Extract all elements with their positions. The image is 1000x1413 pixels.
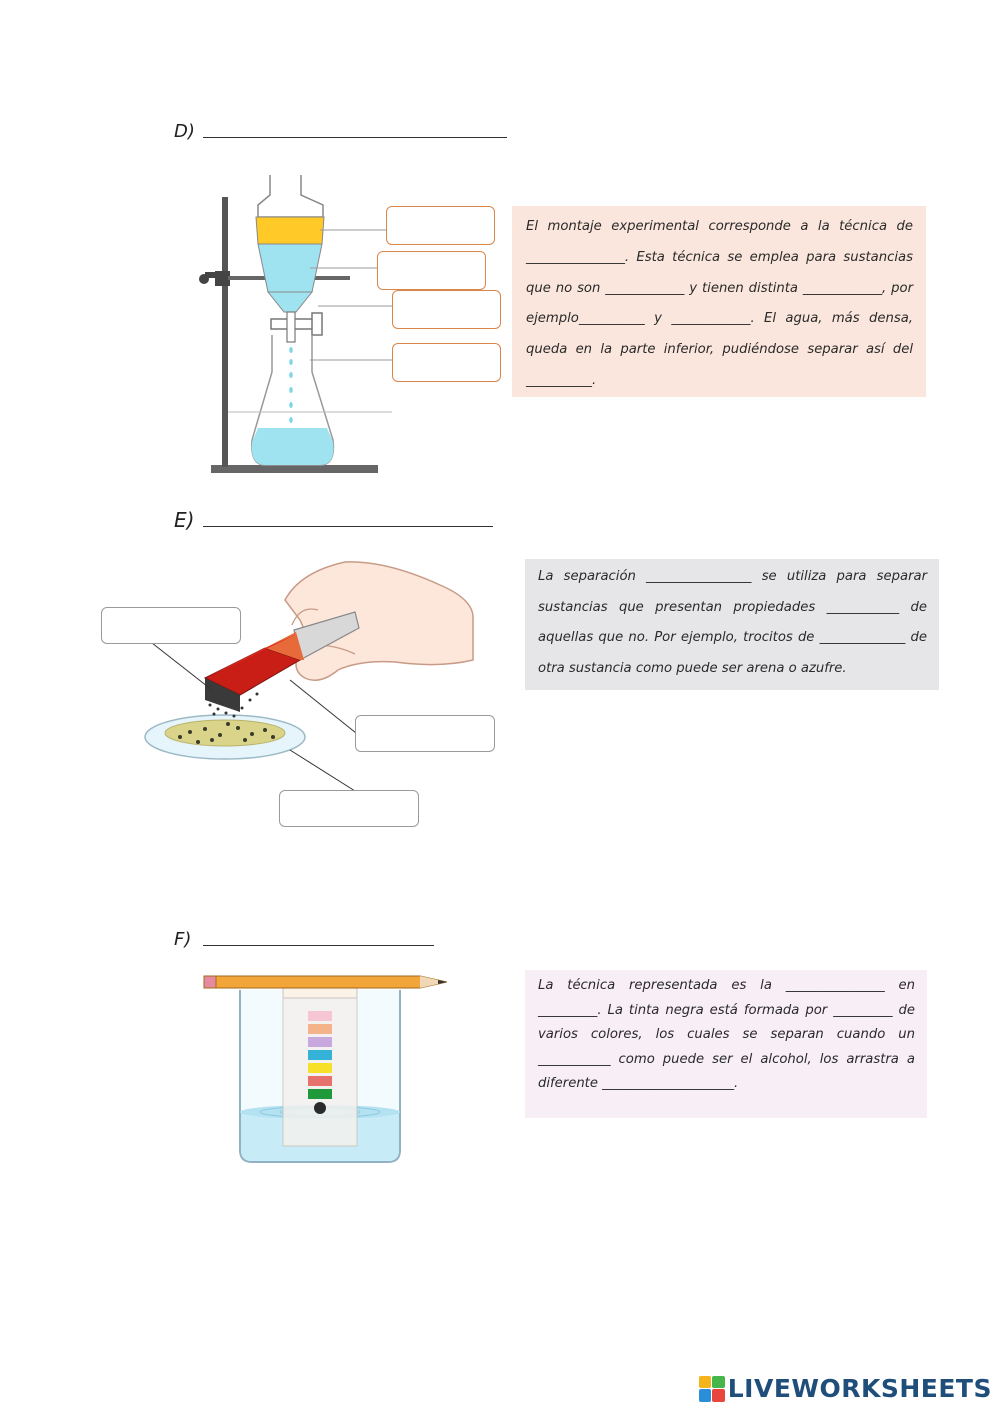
section-d-answer-line[interactable] [203, 137, 507, 138]
paragraph-e: La separación ________________ se utiliz… [538, 569, 927, 676]
text-box-e: La separación ________________ se utiliz… [525, 559, 939, 690]
label-box-stopcock[interactable] [392, 290, 501, 329]
section-f-answer-line[interactable] [203, 945, 434, 946]
label-box-iron-filings[interactable] [355, 715, 495, 752]
chromatography-illustration [203, 975, 448, 1163]
section-e-label: E) [174, 508, 195, 532]
label-box-flask[interactable] [392, 343, 501, 382]
label-box-magnet[interactable] [101, 607, 241, 644]
magnet-illustration [144, 561, 474, 792]
paragraph-f: La técnica representada es la __________… [538, 978, 915, 1091]
section-d-label: D) [174, 121, 195, 142]
paragraph-d: El montaje experimental corresponde a la… [526, 219, 913, 388]
separatory-funnel-illustration [199, 175, 393, 473]
text-box-d: El montaje experimental corresponde a la… [512, 206, 926, 397]
label-box-mixture[interactable] [279, 790, 419, 827]
liveworksheets-brand: LIVEWORKSHEETS [727, 1374, 992, 1403]
text-box-f: La técnica representada es la __________… [525, 970, 927, 1118]
liveworksheets-logo: LIVEWORKSHEETS [698, 1374, 992, 1403]
label-box-water[interactable] [377, 251, 486, 290]
section-e-answer-line[interactable] [203, 526, 493, 527]
section-f-label: F) [174, 929, 192, 950]
label-box-oil[interactable] [386, 206, 495, 245]
liveworksheets-logo-icon [698, 1375, 725, 1402]
